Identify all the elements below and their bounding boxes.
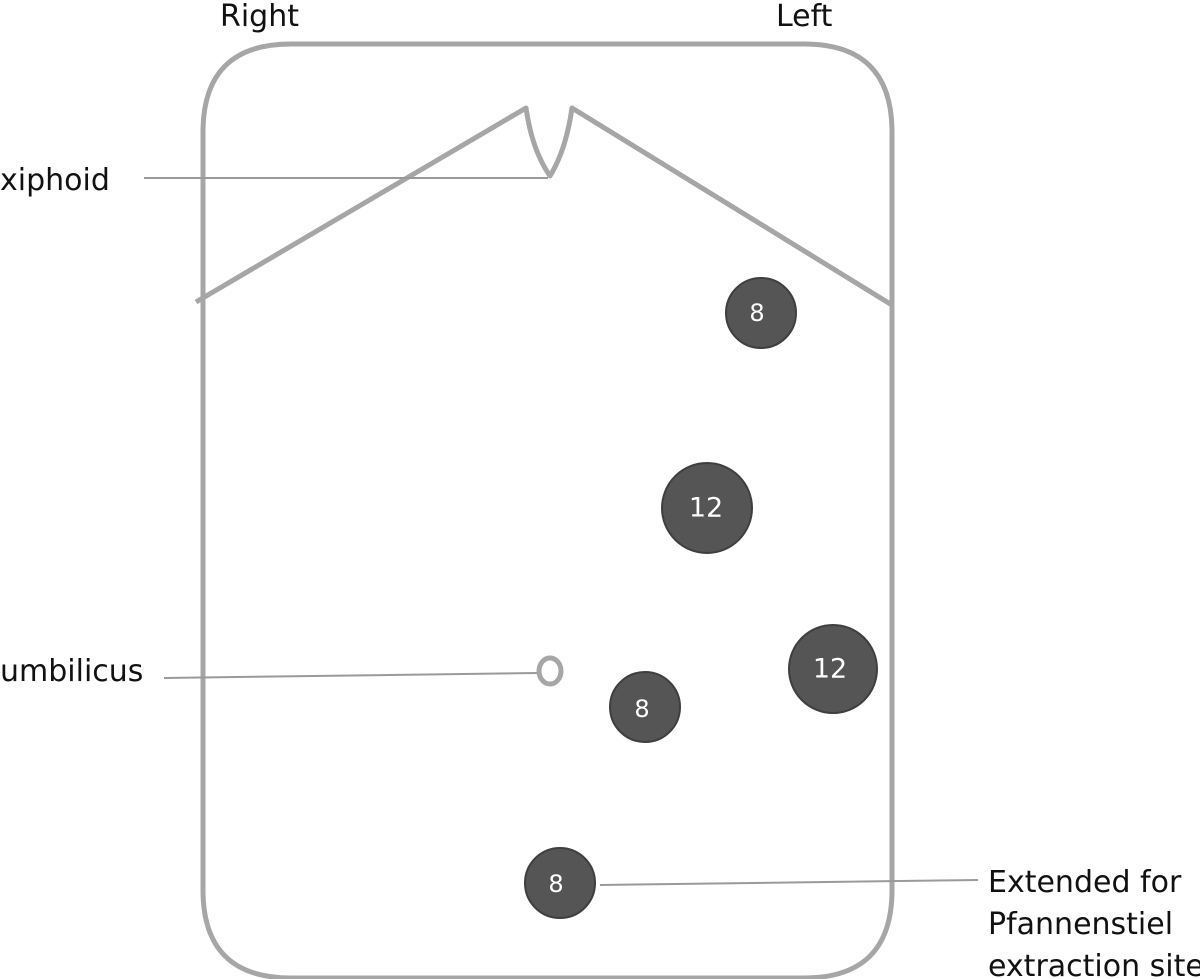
port-4: 8 <box>609 671 681 743</box>
right-side-label: Right <box>220 0 299 34</box>
port-1: 8 <box>725 277 797 349</box>
port-2: 12 <box>661 462 753 554</box>
costal-margin <box>194 105 894 308</box>
port-size-label: 12 <box>689 493 723 524</box>
extraction-site-label-line-2: Pfannenstiel <box>988 907 1173 942</box>
xiphoid-label: xiphoid <box>0 163 110 198</box>
abdomen-outline <box>200 41 895 979</box>
umbilicus-label: umbilicus <box>0 654 143 689</box>
port-size-label: 12 <box>813 654 847 685</box>
extraction-site-label-line-1: Extended for <box>988 865 1182 900</box>
extraction-leader-line <box>599 879 979 886</box>
port-size-label: 8 <box>749 299 764 327</box>
port-5: 8 <box>524 847 596 919</box>
port-size-label: 8 <box>548 870 563 898</box>
umbilicus-marker <box>536 655 564 687</box>
port-size-label: 8 <box>634 695 649 723</box>
port-3: 12 <box>788 624 878 714</box>
left-side-label: Left <box>776 0 833 34</box>
umbilicus-leader-line <box>163 672 539 679</box>
extraction-site-label-line-3: extraction site <box>988 949 1200 979</box>
